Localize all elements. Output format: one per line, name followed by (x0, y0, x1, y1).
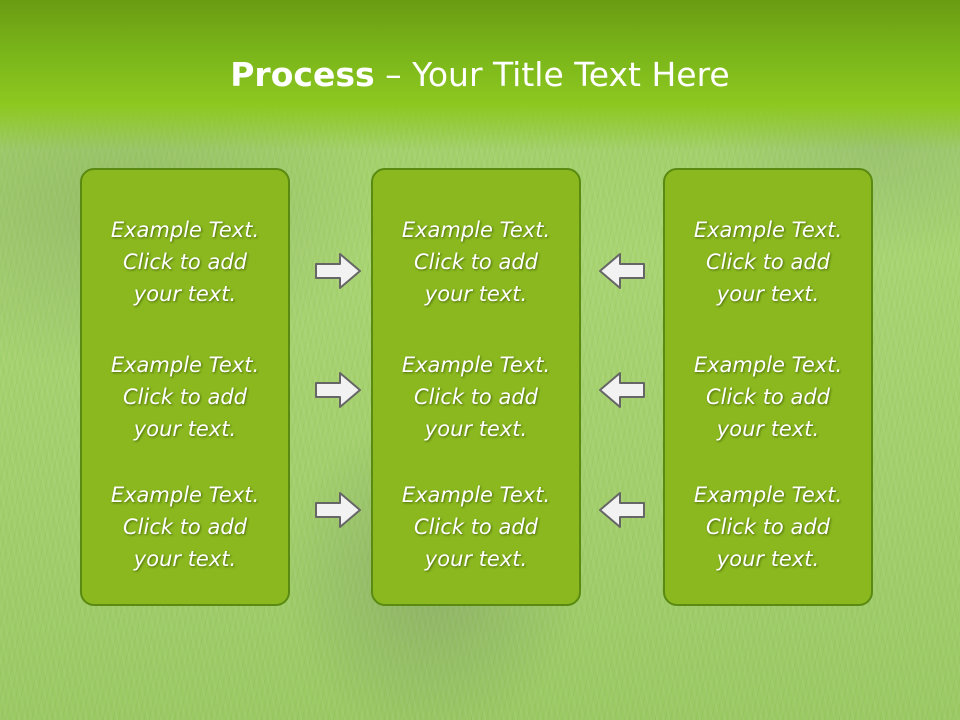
arrow-left-icon[interactable] (598, 251, 646, 291)
arrow-left-icon[interactable] (598, 490, 646, 530)
text-line: Example Text. (401, 218, 551, 242)
title-band (0, 0, 960, 150)
text-line: Click to add (705, 385, 830, 409)
title-bold-part: Process (230, 55, 375, 94)
title-rest-part: – Your Title Text Here (374, 55, 730, 94)
text-line: Example Text. (693, 218, 843, 242)
text-line: Click to add (705, 515, 830, 539)
text-line: your text. (133, 417, 237, 441)
text-block[interactable]: Example Text. Click to add your text. (373, 479, 579, 575)
text-line: Click to add (122, 515, 247, 539)
text-line: your text. (716, 547, 820, 571)
text-block[interactable]: Example Text. Click to add your text. (82, 479, 288, 575)
text-block[interactable]: Example Text. Click to add your text. (373, 349, 579, 445)
slide-title[interactable]: Process – Your Title Text Here (0, 52, 960, 98)
text-line: your text. (424, 547, 528, 571)
text-line: Click to add (413, 515, 538, 539)
right-text-box[interactable]: Example Text. Click to add your text. Ex… (663, 168, 873, 606)
text-line: your text. (716, 417, 820, 441)
text-line: Example Text. (693, 483, 843, 507)
text-line: your text. (424, 417, 528, 441)
text-line: Click to add (413, 385, 538, 409)
left-text-box[interactable]: Example Text. Click to add your text. Ex… (80, 168, 290, 606)
text-line: Example Text. (110, 353, 260, 377)
text-block[interactable]: Example Text. Click to add your text. (373, 214, 579, 310)
arrow-left-icon[interactable] (598, 370, 646, 410)
center-text-box[interactable]: Example Text. Click to add your text. Ex… (371, 168, 581, 606)
text-block[interactable]: Example Text. Click to add your text. (82, 349, 288, 445)
text-line: Click to add (413, 250, 538, 274)
text-line: Example Text. (401, 483, 551, 507)
text-block[interactable]: Example Text. Click to add your text. (665, 479, 871, 575)
arrow-right-icon[interactable] (314, 490, 362, 530)
text-line: Example Text. (693, 353, 843, 377)
arrow-right-icon[interactable] (314, 370, 362, 410)
text-line: Click to add (122, 250, 247, 274)
text-line: your text. (716, 282, 820, 306)
text-line: Click to add (122, 385, 247, 409)
text-line: your text. (133, 547, 237, 571)
text-line: Example Text. (110, 483, 260, 507)
text-line: Example Text. (110, 218, 260, 242)
arrow-right-icon[interactable] (314, 251, 362, 291)
text-line: your text. (133, 282, 237, 306)
text-line: your text. (424, 282, 528, 306)
text-block[interactable]: Example Text. Click to add your text. (665, 214, 871, 310)
text-line: Click to add (705, 250, 830, 274)
text-block[interactable]: Example Text. Click to add your text. (665, 349, 871, 445)
text-block[interactable]: Example Text. Click to add your text. (82, 214, 288, 310)
text-line: Example Text. (401, 353, 551, 377)
